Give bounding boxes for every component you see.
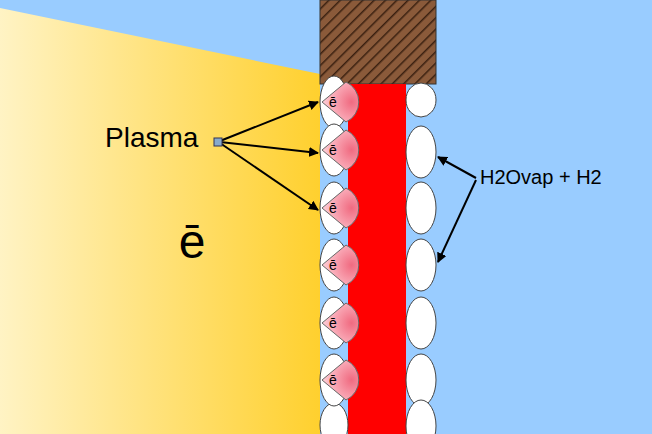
electron-cone	[322, 188, 359, 228]
electron-cone	[322, 130, 359, 170]
electron-mark: ē	[329, 316, 337, 330]
electron-mark: ē	[329, 373, 337, 387]
electron-mark: ē	[329, 143, 337, 157]
electron-mark: ē	[329, 258, 337, 272]
plasma-region	[0, 8, 320, 434]
gas-label: H2Ovap + H2	[480, 167, 602, 187]
bubble	[320, 403, 348, 434]
gas-bubble	[406, 182, 436, 234]
holder-block	[320, 0, 436, 84]
gas-bubble	[406, 297, 436, 349]
gas-bubble	[406, 239, 436, 291]
electron-cone	[322, 82, 359, 122]
gas-bubble	[406, 354, 436, 406]
gas-bubble	[406, 400, 436, 434]
leader-lines	[220, 102, 476, 262]
electron-mark: ē	[329, 201, 337, 215]
electron-cone	[322, 303, 359, 343]
gas-bubble	[406, 126, 436, 178]
electron-symbol: ē	[179, 218, 206, 266]
electron-mark: ē	[329, 95, 337, 109]
gas-bubble	[406, 83, 436, 117]
electron-cone	[322, 360, 359, 400]
plasma-label: Plasma	[105, 124, 198, 152]
electron-cone	[322, 245, 359, 285]
